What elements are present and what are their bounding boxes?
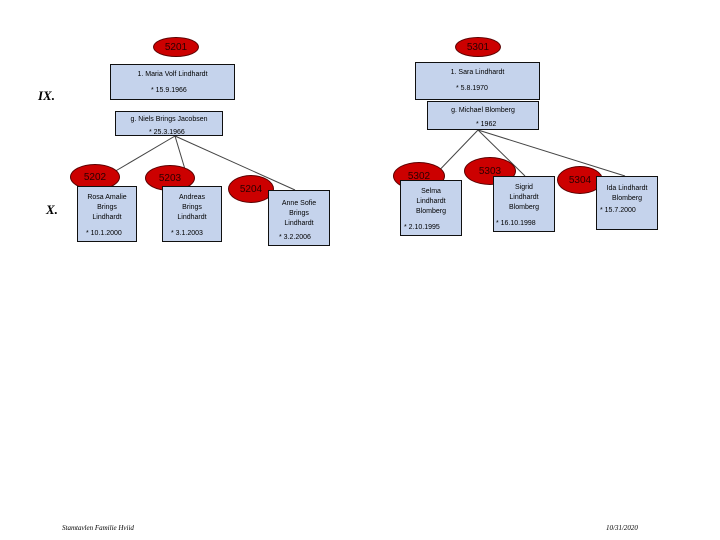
person-anne: Anne Sofie Brings Lindhardt * 3.2.2006	[268, 190, 330, 246]
person-name: Anne Sofie Brings Lindhardt	[281, 200, 317, 227]
person-name: 1. Sara Lindhardt	[450, 69, 505, 76]
person-ida: Ida Lindhardt Blomberg * 15.7.2000	[596, 176, 658, 230]
person-sigrid: Sigrid Lindhardt Blomberg * 16.10.1998	[493, 176, 555, 232]
node-5301: 5301	[455, 37, 501, 57]
node-5304: 5304	[557, 166, 603, 194]
footer-date: 10/31/2020	[606, 524, 638, 532]
connector-line	[477, 129, 526, 177]
person-born: * 10.1.2000	[86, 230, 122, 237]
person-name: Selma Lindhardt Blomberg	[416, 188, 446, 215]
person-born: * 2.10.1995	[404, 224, 440, 231]
footer-title: Stamtavlen Familie Hviid	[62, 524, 134, 532]
node-5204: 5204	[228, 175, 274, 203]
connector-line	[174, 135, 296, 191]
person-name: Rosa Amalie Brings Lindhardt	[87, 194, 127, 221]
person-selma: Selma Lindhardt Blomberg * 2.10.1995	[400, 180, 462, 236]
person-name: Ida Lindhardt Blomberg	[606, 185, 648, 202]
person-born: * 3.2.2006	[279, 234, 311, 241]
person-name: 1. Maria Volf Lindhardt	[137, 71, 208, 78]
connector-line	[477, 129, 626, 177]
person-andreas: Andreas Brings Lindhardt * 3.1.2003	[162, 186, 222, 242]
person-maria: 1. Maria Volf Lindhardt * 15.9.1966	[110, 64, 235, 100]
person-name: g. Michael Blomberg	[451, 107, 515, 114]
person-born: * 3.1.2003	[171, 230, 203, 237]
person-born: * 15.9.1966	[151, 87, 187, 94]
person-niels: g. Niels Brings Jacobsen * 25.3.1966	[115, 111, 223, 136]
person-michael: g. Michael Blomberg * 1962	[427, 101, 539, 130]
node-5201: 5201	[153, 37, 199, 57]
person-name: Sigrid Lindhardt Blomberg	[509, 184, 539, 211]
generation-label-x: X.	[46, 202, 58, 217]
generation-label-ix: IX.	[38, 88, 55, 103]
person-born: * 5.8.1970	[456, 85, 488, 92]
person-name: Andreas Brings Lindhardt	[177, 194, 207, 221]
person-born: * 16.10.1998	[496, 220, 536, 227]
person-rosa: Rosa Amalie Brings Lindhardt * 10.1.2000	[77, 186, 137, 242]
person-born: * 25.3.1966	[149, 129, 185, 136]
person-sara: 1. Sara Lindhardt * 5.8.1970	[415, 62, 540, 100]
person-name: g. Niels Brings Jacobsen	[130, 116, 208, 123]
person-born: * 15.7.2000	[600, 207, 636, 214]
person-born: * 1962	[476, 121, 497, 128]
